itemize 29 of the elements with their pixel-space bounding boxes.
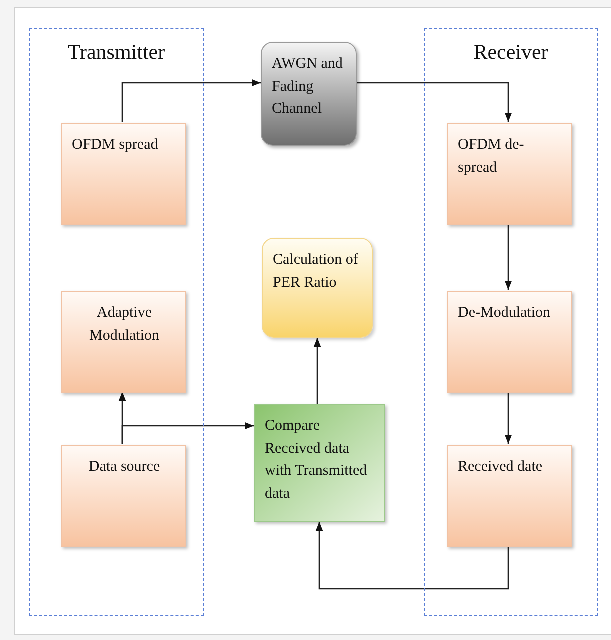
arrow	[357, 82, 512, 122]
arrow	[122, 79, 261, 122]
process-box	[447, 291, 572, 393]
arrow	[504, 224, 512, 290]
box-label: Compare Received data with Transmitted data	[265, 417, 368, 504]
group-heading: Receiver	[472, 39, 550, 66]
arrow	[316, 522, 510, 590]
box-label: Data source	[88, 458, 162, 477]
channel-box	[261, 42, 357, 146]
box-label: OFDM spread	[72, 136, 160, 155]
arrow	[314, 338, 322, 404]
box-label: OFDM de-spread	[458, 136, 526, 178]
process-box	[61, 291, 186, 393]
box-label: Received date	[458, 458, 544, 477]
receiver-group	[424, 28, 598, 616]
process-box	[61, 445, 186, 547]
box-label: Calculation of PER Ratio	[273, 251, 360, 292]
box-label: De-Modulation	[458, 304, 552, 323]
compare-box	[254, 404, 385, 522]
calculation-box	[262, 238, 373, 338]
transmitter-group	[29, 28, 204, 616]
arrow	[504, 392, 512, 444]
box-label: Adaptive Modulation	[88, 304, 160, 346]
process-box	[447, 445, 572, 547]
box-label: AWGN and Fading Channel	[272, 55, 344, 119]
process-box	[447, 123, 572, 225]
process-box	[61, 123, 186, 225]
arrow	[122, 422, 254, 444]
group-heading: Transmitter	[66, 39, 166, 66]
